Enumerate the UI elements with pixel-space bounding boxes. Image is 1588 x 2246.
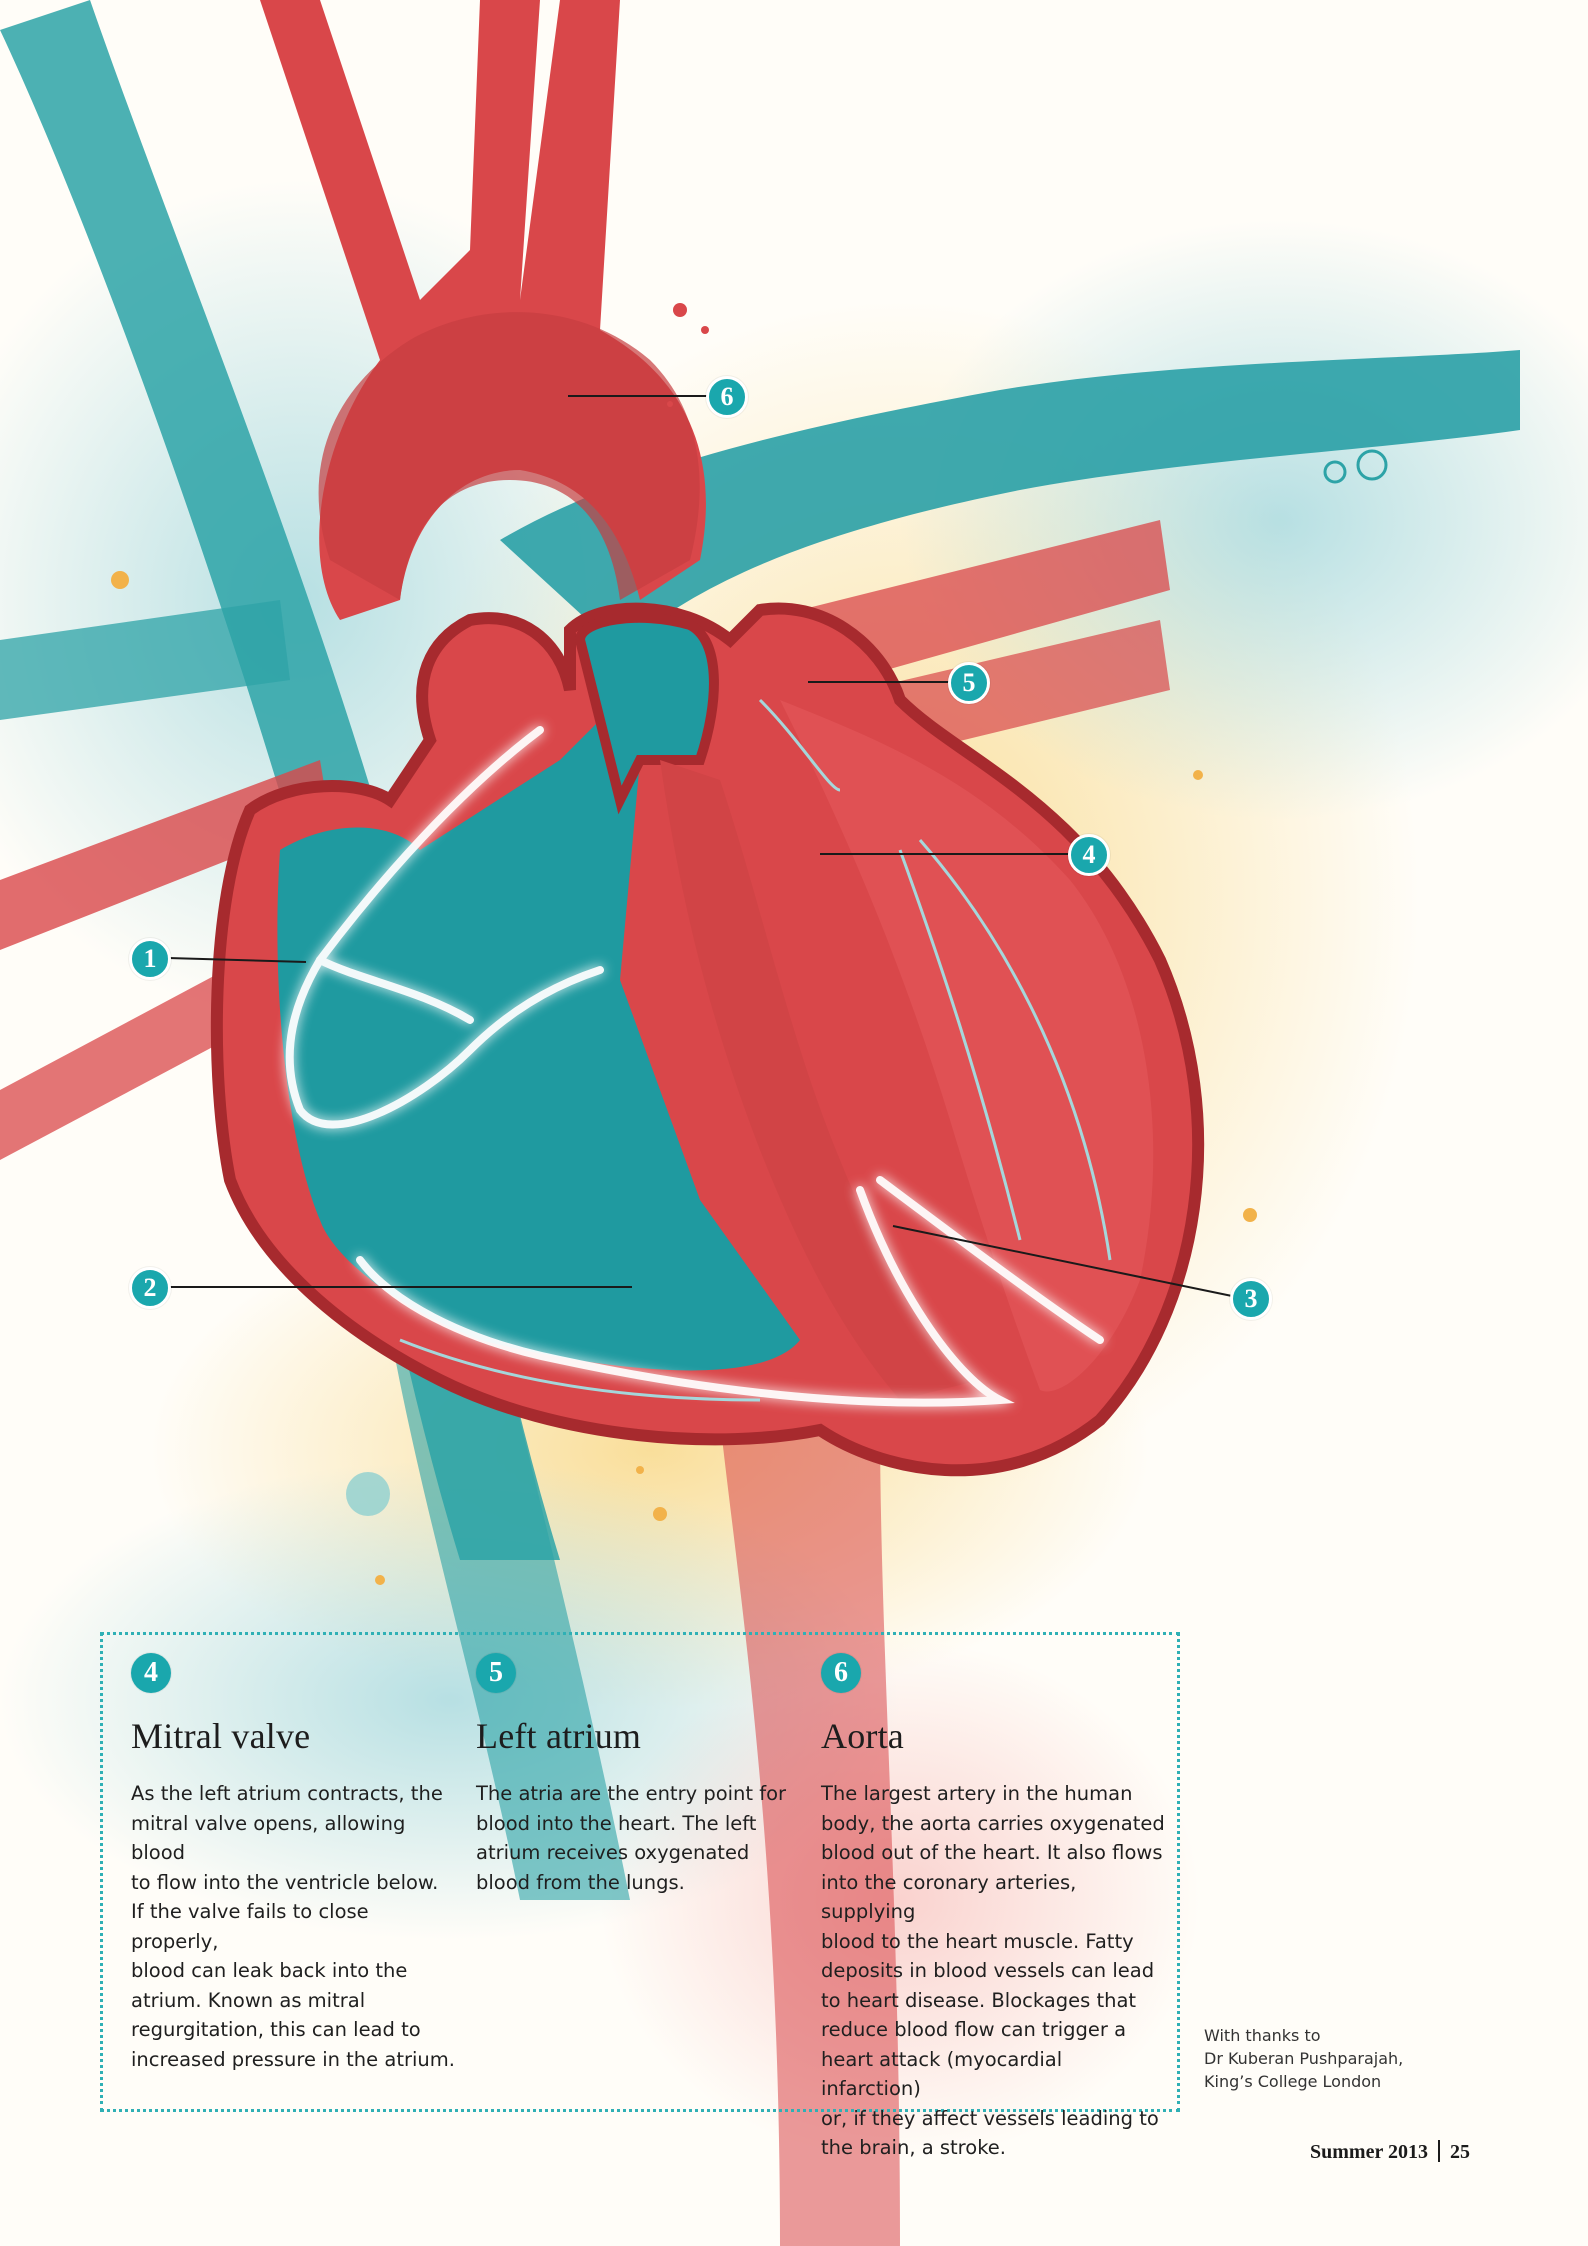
footer-divider bbox=[1438, 2140, 1440, 2162]
section-mitral-valve: 4 Mitral valve As the left atrium contra… bbox=[131, 1653, 461, 2074]
page-number: 25 bbox=[1450, 2141, 1470, 2163]
issue-label: Summer 2013 bbox=[1310, 2141, 1428, 2163]
section-left-atrium: 5 Left atrium The atria are the entry po… bbox=[476, 1653, 806, 1897]
section-number: 5 bbox=[476, 1653, 516, 1693]
section-text: The largest artery in the human body, th… bbox=[821, 1779, 1166, 2163]
section-aorta: 6 Aorta The largest artery in the human … bbox=[821, 1653, 1166, 2163]
section-number: 6 bbox=[821, 1653, 861, 1693]
credits-line: With thanks to bbox=[1204, 2024, 1403, 2047]
marker-4: 4 bbox=[1068, 834, 1110, 876]
marker-1: 1 bbox=[129, 938, 171, 980]
page-footer: Summer 2013 25 bbox=[1310, 2140, 1470, 2164]
credits-line: Dr Kuberan Pushparajah, bbox=[1204, 2047, 1403, 2070]
section-number: 4 bbox=[131, 1653, 171, 1693]
marker-3: 3 bbox=[1230, 1278, 1272, 1320]
marker-5: 5 bbox=[948, 662, 990, 704]
marker-2: 2 bbox=[129, 1267, 171, 1309]
section-text: The atria are the entry point for blood … bbox=[476, 1779, 806, 1897]
section-title: Left atrium bbox=[476, 1715, 806, 1757]
section-title: Mitral valve bbox=[131, 1715, 461, 1757]
section-text: As the left atrium contracts, the mitral… bbox=[131, 1779, 461, 2074]
credits: With thanks to Dr Kuberan Pushparajah, K… bbox=[1204, 2024, 1403, 2093]
info-box: 4 Mitral valve As the left atrium contra… bbox=[100, 1632, 1180, 2112]
section-title: Aorta bbox=[821, 1715, 1166, 1757]
marker-6: 6 bbox=[706, 376, 748, 418]
credits-line: King’s College London bbox=[1204, 2070, 1403, 2093]
